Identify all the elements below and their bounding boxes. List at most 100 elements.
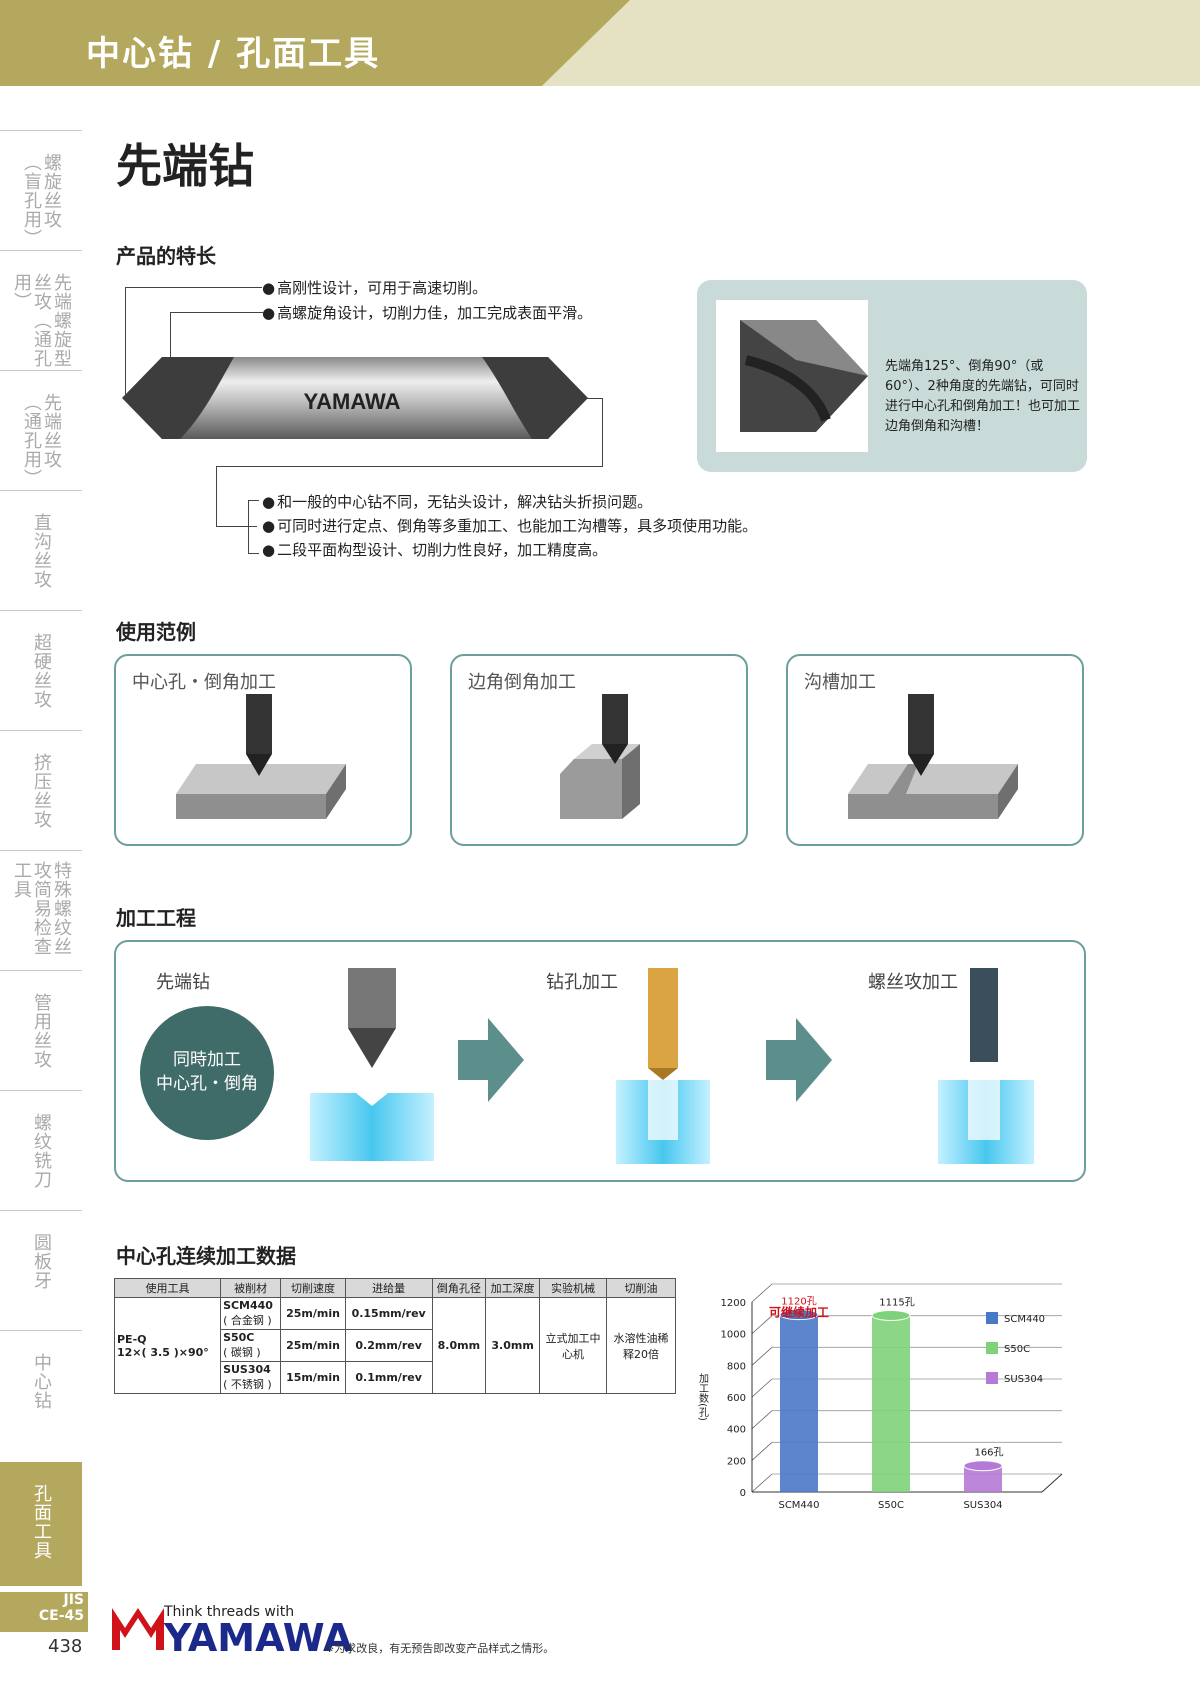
table-header-row: 使用工具 被削材 切削速度 进给量 倒角孔径 加工深度 实验机械 切削油	[113, 1278, 676, 1298]
sidebar-tab-die[interactable]: 圆板牙	[0, 1210, 82, 1330]
tool-brand-mark: YAMAWA	[304, 389, 401, 414]
data-table: 使用工具 被削材 切削速度 进给量 倒角孔径 加工深度 实验机械 切削油 PE-…	[113, 1278, 676, 1394]
process-heading: 加工工程	[116, 906, 196, 930]
sidebar-tab-label: 先端丝攻（通孔用）	[21, 393, 62, 488]
column-header: 加工深度	[485, 1278, 540, 1298]
sidebar-tab-label: 螺纹铣刀	[31, 1113, 52, 1189]
usage-box-center-hole: 中心孔・倒角加工	[114, 654, 412, 846]
feature-item: 可同时进行定点、倒角等多重加工、也能加工沟槽等，具多项使用功能。	[262, 514, 757, 538]
bar	[780, 1314, 818, 1492]
sidebar-tab-gauge[interactable]: 特殊螺纹丝攻简易检查工具	[0, 850, 82, 970]
sidebar-tab-spiral-tap[interactable]: 螺旋丝攻（盲孔用）	[0, 130, 82, 250]
feed-cell: 0.2mm/rev	[344, 1329, 433, 1362]
feature-item: 和一般的中心钻不同，无钻头设计，解决钻头折损问题。	[262, 490, 652, 514]
data-label: 1120孔	[781, 1296, 816, 1308]
sidebar-tab-label: 螺旋丝攻（盲孔用）	[21, 153, 62, 248]
data-label: 166孔	[974, 1447, 1003, 1459]
grid-line	[751, 1283, 773, 1303]
column-header: 切削油	[606, 1278, 676, 1298]
grid-line	[751, 1410, 773, 1429]
y-tick-label: 1200	[721, 1298, 746, 1309]
sidebar-tab-label: 直沟丝攻	[31, 513, 52, 589]
usage-illustration	[560, 694, 640, 819]
sidebar-tab-thread-mill[interactable]: 螺纹铣刀	[0, 1090, 82, 1210]
bar-top	[963, 1460, 1003, 1472]
sidebar-tab-label: 挤压丝攻	[31, 753, 52, 829]
sidebar-tab-label: 孔面工具	[31, 1484, 52, 1560]
y-axis-label: 加工数(孔)	[697, 1373, 709, 1421]
y-tick-label: 400	[727, 1425, 746, 1436]
column-header: 被削材	[220, 1278, 282, 1298]
speed-cell: 25m/min	[280, 1329, 346, 1362]
material-cell: S50C( 碳钢 )	[220, 1329, 282, 1362]
page-title: 先端钻	[116, 139, 254, 193]
sidebar-tab-point-tap[interactable]: 先端丝攻（通孔用）	[0, 370, 82, 490]
arrow-icon	[766, 1018, 832, 1102]
sidebar-tab-label: 超硬丝攻	[31, 633, 52, 709]
oil-cell: 水溶性油稀释20倍	[606, 1297, 676, 1394]
legend-swatch	[986, 1342, 998, 1354]
feature-item: 高螺旋角设计，切削力佳，加工完成表面平滑。	[262, 301, 592, 325]
column-header: 进给量	[344, 1278, 433, 1298]
feed-cell: 0.15mm/rev	[344, 1297, 433, 1330]
grid-line	[751, 1442, 773, 1461]
sidebar-tab-label: 先端螺旋型丝攻（通孔用）	[11, 273, 72, 368]
annotation: 可继续加工	[769, 1305, 829, 1320]
jis-label: JIS	[63, 1592, 84, 1608]
sidebar-tab-label: 特殊螺纹丝攻简易检查工具	[11, 861, 72, 956]
feed-cell: 0.1mm/rev	[344, 1361, 433, 1394]
bar	[872, 1315, 910, 1492]
grid-line	[751, 1315, 773, 1334]
x-tick-label: SCM440	[778, 1500, 819, 1511]
footer-note: ※为求改良，有无预告即改变产品样式之情形。	[325, 1642, 555, 1655]
footer-brand: YAMAWA	[164, 1616, 353, 1660]
tool-size: 12×( 3.5 )×90°	[117, 1345, 209, 1359]
x-tick-label: S50C	[878, 1500, 904, 1511]
y-tick-label: 800	[727, 1361, 746, 1372]
legend-label: S50C	[1004, 1344, 1030, 1355]
usage-heading: 使用范例	[116, 620, 196, 644]
bar-top	[779, 1309, 819, 1321]
column-header: 使用工具	[113, 1278, 222, 1298]
header-title: 中心钻 / 孔面工具	[86, 34, 381, 74]
sidebar-tab-pipe-tap[interactable]: 管用丝攻	[0, 970, 82, 1090]
grid-line	[751, 1473, 773, 1493]
info-panel-text: 先端角125°、倒角90°（或60°）、2种角度的先端钻，可同时进行中心孔和倒角…	[885, 359, 1081, 434]
table-row: SUS304( 不锈钢 ) 15m/min 0.1mm/rev	[115, 1361, 676, 1394]
legend-swatch	[986, 1312, 998, 1324]
connector-line	[586, 398, 603, 467]
connector-line	[125, 287, 262, 396]
x-axis	[1041, 1473, 1063, 1493]
y-tick-label: 600	[727, 1393, 746, 1404]
connector-line	[216, 466, 257, 527]
feature-item: 二段平面构型设计、切削力性良好，加工精度高。	[262, 538, 607, 562]
bar-top	[871, 1309, 911, 1321]
material-cell: SCM440( 合金钢 )	[220, 1297, 282, 1330]
connector-line	[216, 466, 602, 468]
sidebar-tab-carbide-tap[interactable]: 超硬丝攻	[0, 610, 82, 730]
center-drill-image: YAMAWA	[122, 357, 588, 439]
speed-cell: 25m/min	[280, 1297, 346, 1330]
sidebar-tab-straight-tap[interactable]: 直沟丝攻	[0, 490, 82, 610]
catalog-code: CE-45	[38, 1608, 84, 1624]
machining-count-chart: 020040060080010001200加工数(孔)SCM4401120孔S5…	[697, 1283, 1063, 1511]
sidebar-tab-spiral-point-tap[interactable]: 先端螺旋型丝攻（通孔用）	[0, 250, 82, 370]
tool-name: PE-Q	[117, 1332, 147, 1346]
speed-cell: 15m/min	[280, 1361, 346, 1394]
usage-illustration	[176, 694, 346, 819]
grid-line	[751, 1347, 773, 1366]
process-step-label: 钻孔加工	[546, 972, 618, 993]
sidebar-tab-label: 圆板牙	[31, 1233, 52, 1290]
sidebar-tab-hole-tools[interactable]: 孔面工具	[0, 1462, 82, 1586]
process-step-label: 先端钻	[156, 972, 210, 993]
legend-label: SCM440	[1004, 1314, 1045, 1325]
circle-text: 同時加工	[173, 1050, 241, 1070]
sidebar-tab-forming-tap[interactable]: 挤压丝攻	[0, 730, 82, 850]
material-type: ( 不锈钢 )	[223, 1378, 272, 1391]
sidebar-tab-center-drill[interactable]: 中心钻	[0, 1330, 82, 1450]
data-heading: 中心孔连续加工数据	[116, 1244, 296, 1268]
material-type: ( 碳钢 )	[223, 1346, 261, 1359]
table-row: PE-Q 12×( 3.5 )×90° SCM440( 合金钢 ) 25m/mi…	[113, 1297, 676, 1394]
usage-illustration	[848, 694, 1018, 819]
tool-cell: PE-Q 12×( 3.5 )×90°	[113, 1297, 222, 1394]
